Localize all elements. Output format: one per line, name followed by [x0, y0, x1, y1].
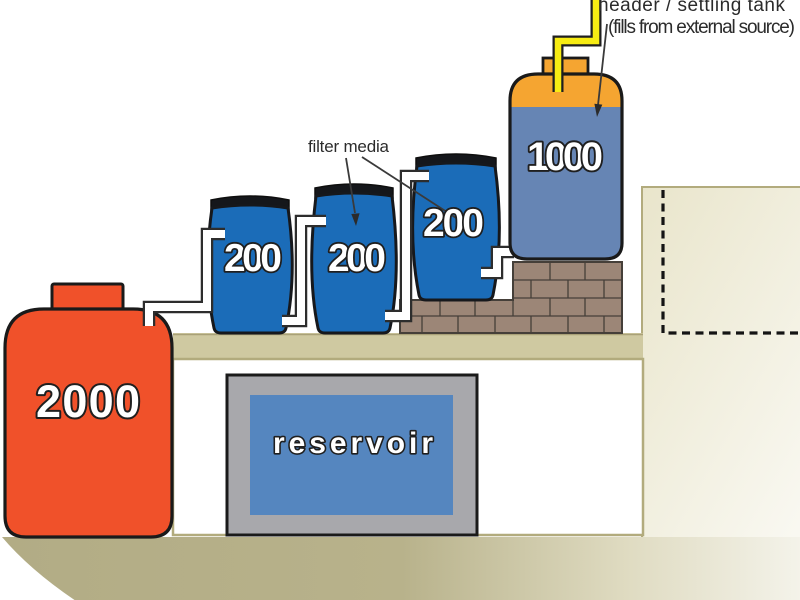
filter-barrel-2-label: 200 [328, 237, 386, 280]
filter-barrel-1-label: 200 [224, 237, 282, 280]
filter-media-arrow-line [345, 157, 356, 214]
shelf [173, 333, 643, 360]
storage-tank-label: 2000 [36, 376, 140, 427]
filter-barrel-2 [310, 183, 398, 335]
storage-tank-body [3, 307, 174, 539]
header-tank-body [510, 74, 622, 259]
leader-lines [345, 23, 608, 228]
header-tank-label: 1000 [527, 135, 603, 179]
dashed-outline [661, 190, 800, 335]
filter-media-label: filter media [308, 137, 390, 156]
filter-media-arrowhead [351, 213, 360, 226]
brick-platform [399, 261, 623, 334]
header-tank-outline [508, 72, 624, 261]
barrel-body [310, 191, 398, 335]
reservoir-label: reservoir [273, 427, 433, 460]
filter-barrel-3-label: 200 [423, 202, 484, 245]
filter-media-leader-line [361, 156, 471, 228]
header-note-arrow-line [597, 23, 608, 106]
ground [2, 537, 800, 600]
header-tank-top [510, 74, 622, 107]
brick-joints [400, 262, 622, 333]
header-tank [508, 0, 624, 261]
pipe-barrel1-to-barrel2 [282, 214, 326, 328]
header-note-line2: (fills from external source) [608, 17, 795, 38]
reservoir [225, 373, 479, 537]
pipe-barrel1-to-storage [142, 227, 225, 326]
pipe-barrel2-to-barrel3 [385, 169, 429, 323]
reservoir-water [250, 395, 453, 515]
header-note-arrowhead [594, 103, 603, 117]
header-note-line1: header / settling tank [598, 0, 786, 16]
pipes [142, 169, 514, 328]
storage-tank [3, 282, 174, 539]
inlet-pipe [552, 0, 602, 92]
pipe-header-to-barrel3 [481, 245, 514, 280]
barrel-body [411, 161, 501, 302]
raised-platform [641, 186, 800, 600]
filter-barrel-3 [411, 153, 501, 302]
